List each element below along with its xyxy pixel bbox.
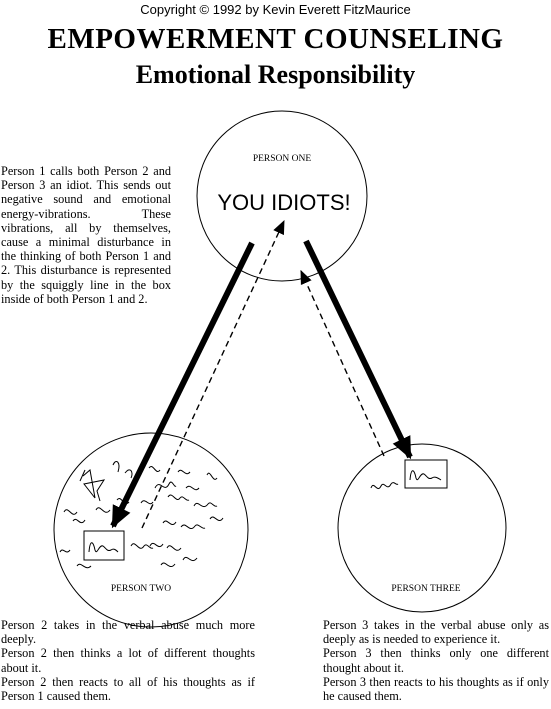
person-three-circle: [337, 443, 507, 613]
page-subtitle: Emotional Responsibility: [135, 60, 416, 89]
person-two-boxed-squiggle: [88, 542, 119, 553]
arrow-person1-to-person3: [303, 239, 413, 460]
person-two-scattered-thoughts: [59, 461, 224, 569]
dashed-arrow-person2-to-person1: [141, 219, 285, 529]
person-two-circle: [53, 432, 249, 628]
dashed-arrow-person3-to-person1: [300, 269, 385, 457]
person-three-label: PERSON THREE: [391, 584, 460, 594]
page-title: EMPOWERMENT COUNSELING: [47, 23, 504, 55]
person-one-label: PERSON ONE: [253, 154, 312, 164]
arrow-person1-to-person2: [110, 241, 255, 529]
copyright-line: Copyright © 1992 by Kevin Everett FitzMa…: [140, 2, 411, 17]
person-three-line: Person 3 then reacts to his thoughts as …: [323, 674, 549, 704]
person-one-speech: YOU IDIOTS!: [217, 190, 350, 215]
person-three-single-thought: [370, 482, 399, 490]
person-two-line: Person 2 then thinks a lot of different …: [1, 646, 255, 675]
person-two-line: Person 2 takes in the verbal abuse much …: [1, 618, 255, 647]
person-three-boxed-squiggle: [409, 470, 442, 481]
person-one-circle: [196, 110, 368, 282]
person-three-line: Person 3 takes in the verbal abuse only …: [323, 618, 549, 647]
intro-paragraph: Person 1 calls both Person 2 and Person …: [1, 164, 171, 306]
person-two-description: Person 2 takes in the verbal abuse much …: [1, 618, 255, 703]
person-two-thought-box: [83, 530, 125, 561]
person-two-line: Person 2 then reacts to all of his thoug…: [1, 674, 255, 704]
person-three-line: Person 3 then thinks only one different …: [323, 646, 549, 675]
person-two-label: PERSON TWO: [111, 584, 171, 594]
person-three-thought-box: [404, 459, 448, 489]
person-three-description: Person 3 takes in the verbal abuse only …: [323, 618, 549, 703]
